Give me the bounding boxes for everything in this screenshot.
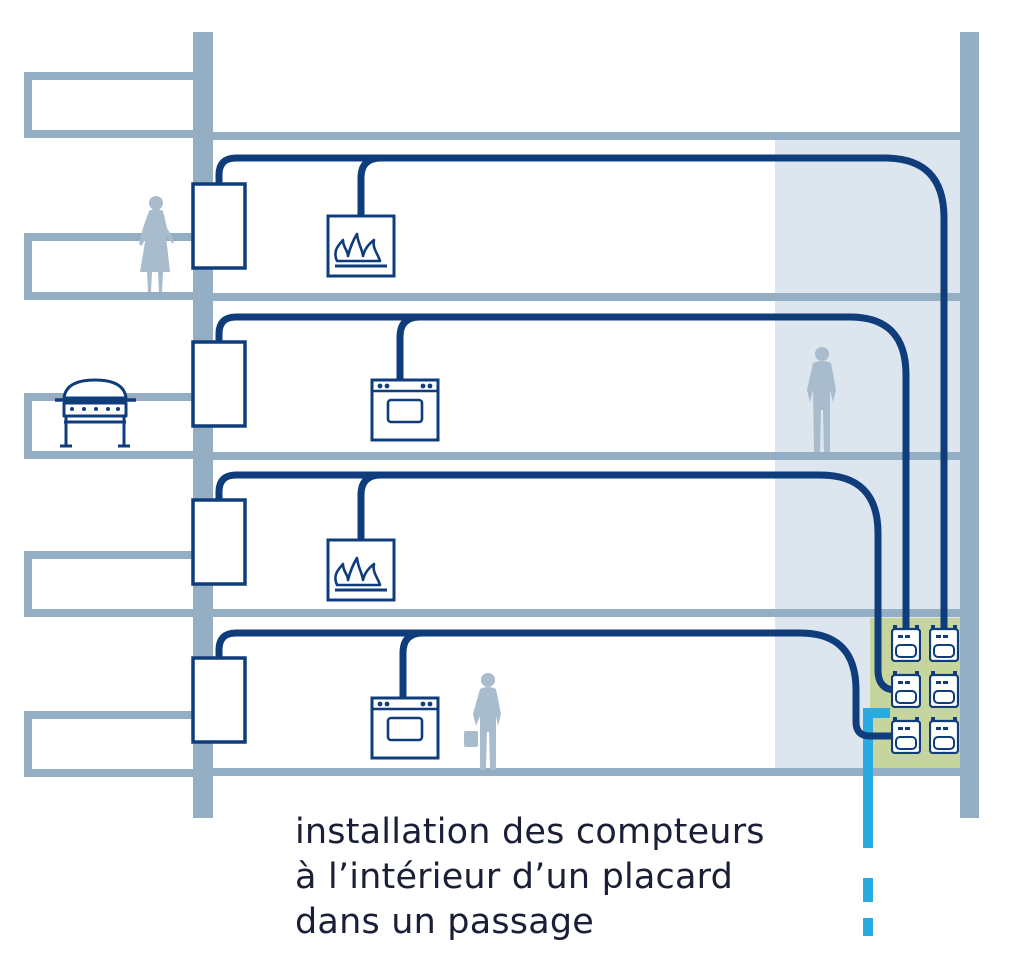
fireplace-icon [326, 538, 396, 602]
gas-meter-icon [891, 669, 921, 708]
gas-pipe-floor-2 [215, 313, 910, 632]
caption-line-3: dans un passage [295, 902, 595, 942]
gas-branch-floor-3 [357, 471, 385, 542]
gas-pipe-floor-1 [215, 154, 948, 632]
gas-meter-icon [929, 623, 959, 662]
riser-box [191, 340, 247, 428]
gas-meter-icon [891, 715, 921, 754]
balcony [24, 233, 197, 300]
man-icon [807, 347, 836, 452]
fireplace-icon [326, 214, 396, 278]
floor-slab [198, 768, 968, 776]
riser-box [191, 498, 247, 586]
range-icon [370, 378, 440, 442]
floor-slab [198, 293, 968, 301]
range-icon [370, 696, 440, 760]
gas-pipe-floor-3 [215, 471, 909, 694]
floor-slab [198, 609, 968, 617]
businessman-icon [464, 673, 501, 770]
gas-meter-icon [891, 623, 921, 662]
right-wall [960, 32, 979, 818]
gas-pipes [215, 154, 948, 740]
gas-meter-icon [929, 715, 959, 754]
gas-meter-icon [929, 669, 959, 708]
floor-slab [198, 132, 968, 140]
gas-branch-floor-2 [396, 313, 424, 382]
riser-boxes [191, 182, 247, 744]
gas-pipe-floor-4 [215, 629, 909, 740]
riser-box [191, 656, 247, 744]
diagram-caption: installation des compteurs à l’intérieur… [295, 810, 855, 945]
bbq-grill-icon [55, 378, 136, 448]
caption-line-2: à l’intérieur d’un placard [295, 857, 734, 897]
riser-box [191, 182, 247, 270]
balcony [24, 551, 197, 617]
balconies [24, 72, 197, 777]
balcony [24, 711, 197, 777]
balcony [24, 72, 197, 138]
caption-line-1: installation des compteurs [295, 812, 765, 852]
service-pipe [863, 708, 890, 848]
gas-branch-floor-1 [357, 154, 385, 218]
gas-branch-floor-4 [399, 629, 427, 700]
service-line [863, 708, 890, 936]
floor-slab [198, 452, 968, 460]
woman-icon [139, 196, 174, 292]
